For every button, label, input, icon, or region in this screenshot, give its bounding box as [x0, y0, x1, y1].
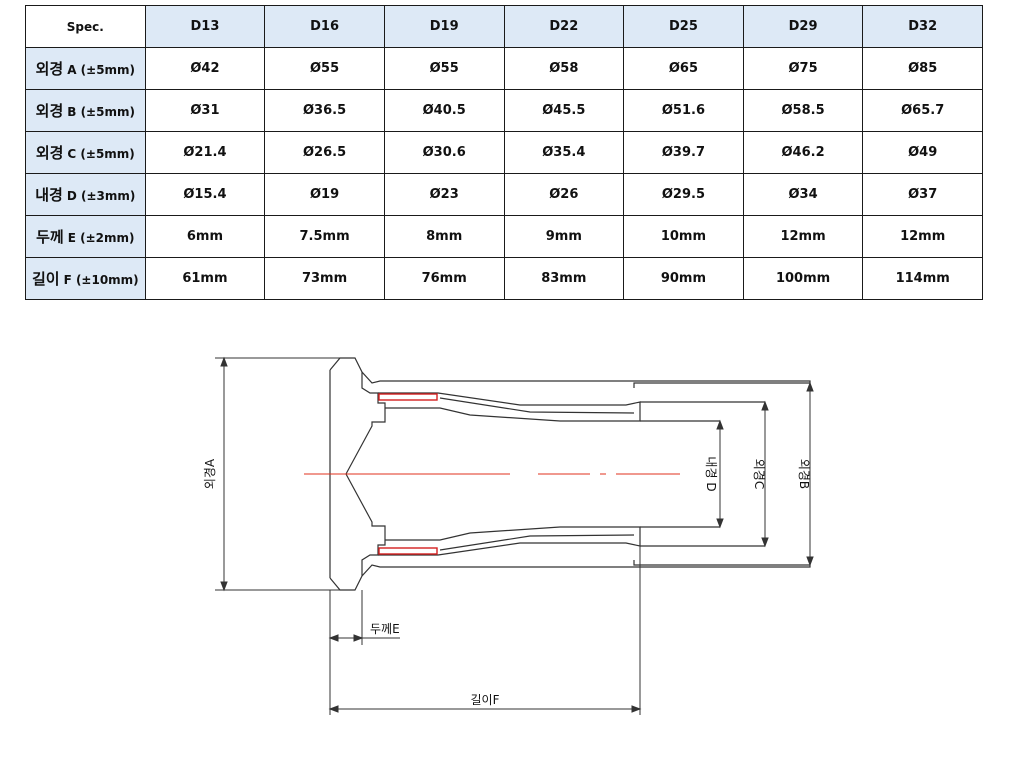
row-label-korean: 내경	[35, 186, 63, 204]
table-cell: Ø65	[623, 47, 744, 90]
table-cell: Ø23	[383, 173, 505, 216]
table-cell: 76mm	[383, 257, 505, 300]
table-cell: Ø19	[264, 173, 385, 216]
row-label-spec: C (±5mm)	[67, 147, 135, 161]
table-cell: Ø21.4	[144, 131, 266, 174]
table-cell: 7.5mm	[264, 215, 385, 258]
column-header: D19	[383, 5, 505, 48]
dim-label-e: 두께E	[370, 622, 400, 636]
table-cell: 12mm	[862, 215, 983, 258]
row-label-spec: F (±10mm)	[63, 273, 139, 287]
table-cell: Ø29.5	[623, 173, 744, 216]
groove-lower	[378, 547, 438, 555]
column-header: D16	[264, 5, 385, 48]
table-cell: 10mm	[623, 215, 744, 258]
table-cell: Ø39.7	[623, 131, 744, 174]
row-label-spec: A (±5mm)	[67, 63, 136, 77]
table-cell: 6mm	[144, 215, 266, 258]
column-header: D13	[144, 5, 266, 48]
table-cell: Ø31	[144, 89, 266, 132]
table-cell: Ø45.5	[503, 89, 625, 132]
table-cell: 9mm	[503, 215, 625, 258]
row-label-korean: 외경	[35, 144, 64, 162]
table-header-row: Spec. D13 D16 D19 D22 D25 D29 D32	[25, 5, 983, 48]
dim-label-a: 외경A	[203, 458, 217, 489]
table-cell: Ø40.5	[383, 89, 505, 132]
table-cell: Ø42	[144, 47, 266, 90]
table-cell: Ø46.2	[742, 131, 864, 174]
dim-label-b: 외경B	[797, 459, 811, 489]
table-corner-cell: Spec.	[25, 5, 146, 48]
column-header: D32	[862, 5, 983, 48]
table-cell: Ø75	[742, 47, 864, 90]
table-cell: 12mm	[742, 215, 864, 258]
table-cell: Ø15.4	[144, 173, 266, 216]
table-cell: 61mm	[144, 257, 266, 300]
table-cell: Ø26.5	[264, 131, 385, 174]
highlight-grooves	[378, 393, 438, 555]
table-cell: 100mm	[742, 257, 864, 300]
dimension-lines	[215, 356, 814, 715]
table-cell: Ø30.6	[383, 131, 505, 174]
technical-drawing: 외경A 외경B 외경C 내경 D 두께E 길이F	[203, 356, 814, 715]
taper-upper-inner	[439, 397, 635, 414]
table-cell: Ø55	[264, 47, 385, 90]
dim-label-d: 내경 D	[704, 456, 718, 491]
table-cell: Ø58	[503, 47, 625, 90]
taper-lower	[378, 526, 641, 556]
table-cell: Ø37	[862, 173, 983, 216]
row-label-spec: B (±5mm)	[67, 105, 135, 119]
part-outline-lower	[329, 473, 811, 591]
column-header: D22	[503, 5, 625, 48]
table-cell: Ø51.6	[623, 89, 744, 132]
table-cell: Ø26	[503, 173, 625, 216]
row-label-korean: 외경	[35, 102, 64, 120]
row-label-korean: 길이	[31, 270, 60, 288]
row-label-spec: E (±2mm)	[67, 231, 135, 245]
table-cell: 83mm	[503, 257, 625, 300]
table-cell: 8mm	[383, 215, 505, 258]
table-cell: 90mm	[623, 257, 744, 300]
table-cell: Ø49	[862, 131, 983, 174]
table-cell: 114mm	[862, 257, 983, 300]
groove-upper	[378, 393, 438, 401]
taper-lower-inner	[439, 534, 635, 551]
table-cell: Ø34	[742, 173, 864, 216]
column-header: D29	[742, 5, 864, 48]
table-cell: Ø55	[383, 47, 505, 90]
table-cell: Ø36.5	[264, 89, 385, 132]
table-cell: Ø85	[862, 47, 983, 90]
taper-upper	[378, 392, 641, 422]
table-cell: Ø65.7	[862, 89, 983, 132]
dim-label-f: 길이F	[471, 693, 500, 707]
part-outline-upper	[329, 357, 811, 475]
table-cell: 73mm	[264, 257, 385, 300]
dim-label-c: 외경C	[752, 459, 766, 489]
column-header: D25	[623, 5, 744, 48]
table-cell: Ø35.4	[503, 131, 625, 174]
row-label-spec: D (±3mm)	[66, 189, 136, 203]
row-label-korean: 외경	[35, 60, 64, 78]
table-cell: Ø58.5	[742, 89, 864, 132]
row-label-korean: 두께	[36, 228, 64, 246]
